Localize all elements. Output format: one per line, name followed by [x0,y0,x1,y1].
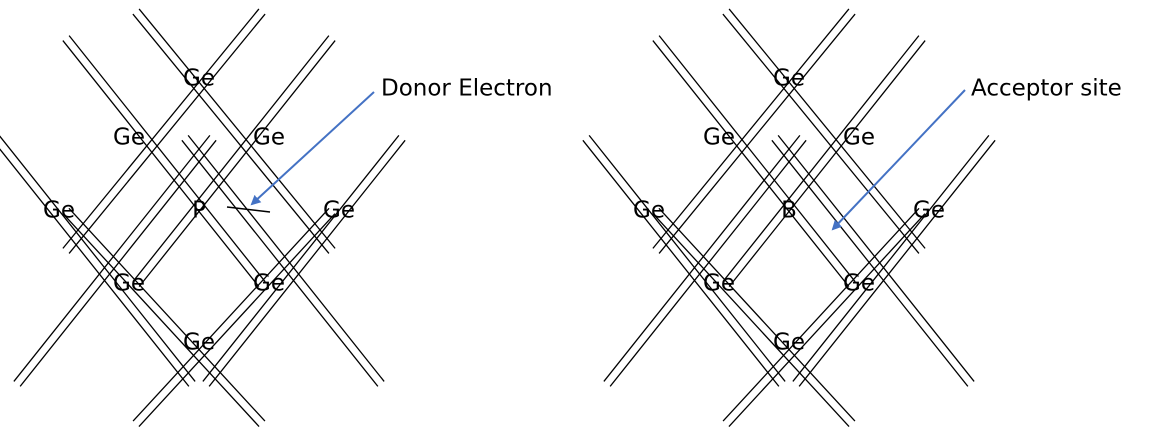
covalent-bond-line [202,134,400,382]
covalent-bond-line [138,8,336,249]
covalent-bond-line [187,134,385,382]
covalent-bond-line [132,207,330,422]
acceptor-arrow [831,89,966,231]
ge-atom-upper-right: Ge [843,125,875,151]
acceptor-site-label: Acceptor site [971,76,1122,102]
covalent-bond-line [68,35,266,283]
covalent-bond-line [728,40,926,288]
ge-atom-upper-left: Ge [703,125,735,151]
ge-atom-lower-right: Ge [253,271,285,297]
covalent-bond-line [138,40,336,288]
covalent-bond-line [792,134,990,382]
covalent-bond-line [722,35,920,283]
covalent-bond-line [208,139,406,387]
covalent-bond-line [777,134,975,382]
acceptor-panel: Acceptor site Ge Ge Ge Ge B Ge Ge Ge Ge [582,8,1122,427]
covalent-bond-line [19,139,217,387]
covalent-bond-line [13,134,211,382]
ge-atom-right: Ge [913,198,945,224]
covalent-bond-line [771,139,969,387]
covalent-bond-line [652,8,850,249]
covalent-bond-line [609,139,807,387]
covalent-bond-line [68,13,266,254]
covalent-bond-line [582,139,780,387]
ge-atom-bottom: Ge [183,330,215,356]
ge-atom-left: Ge [633,198,665,224]
covalent-bond-line [0,135,196,382]
covalent-bond-line [652,40,850,288]
ge-atom-bottom: Ge [773,330,805,356]
covalent-bond-line [722,13,920,254]
acceptor-lattice-bonds [582,8,996,427]
donor-electron-label: Donor Electron [381,76,553,102]
covalent-bond-line [68,207,266,422]
covalent-bond-line [722,207,920,422]
boron-atom: B [781,198,797,224]
ge-atom-top: Ge [183,66,215,92]
covalent-bond-line [658,207,856,422]
covalent-bond-line [728,213,926,427]
covalent-bond-line [798,139,996,387]
covalent-bond-line [652,213,850,427]
covalent-bond-line [132,35,330,283]
donor-electron-dash [226,206,271,213]
ge-atom-top: Ge [773,66,805,92]
covalent-bond-line [62,213,260,427]
covalent-bond-line [62,8,260,249]
covalent-bond-line [138,213,336,427]
covalent-bond-line [588,134,786,382]
covalent-bond-line [181,139,379,387]
donor-panel: Donor Electron Ge Ge Ge Ge P Ge Ge Ge Ge [0,8,553,427]
donor-arrow [250,91,375,206]
covalent-bond-line [132,13,330,254]
ge-atom-upper-left: Ge [113,125,145,151]
ge-atom-lower-right: Ge [843,271,875,297]
phosphorus-atom: P [192,198,206,224]
covalent-bond-line [603,134,801,382]
covalent-bond-line [658,35,856,283]
ge-atom-left: Ge [43,198,75,224]
ge-atom-upper-right: Ge [253,125,285,151]
covalent-bond-line [728,8,926,249]
covalent-bond-line [658,13,856,254]
covalent-bond-line [62,40,260,288]
donor-lattice-bonds [0,8,406,427]
ge-atom-right: Ge [323,198,355,224]
ge-atom-lower-left: Ge [113,271,145,297]
ge-atom-lower-left: Ge [703,271,735,297]
covalent-bond-line [0,148,190,387]
